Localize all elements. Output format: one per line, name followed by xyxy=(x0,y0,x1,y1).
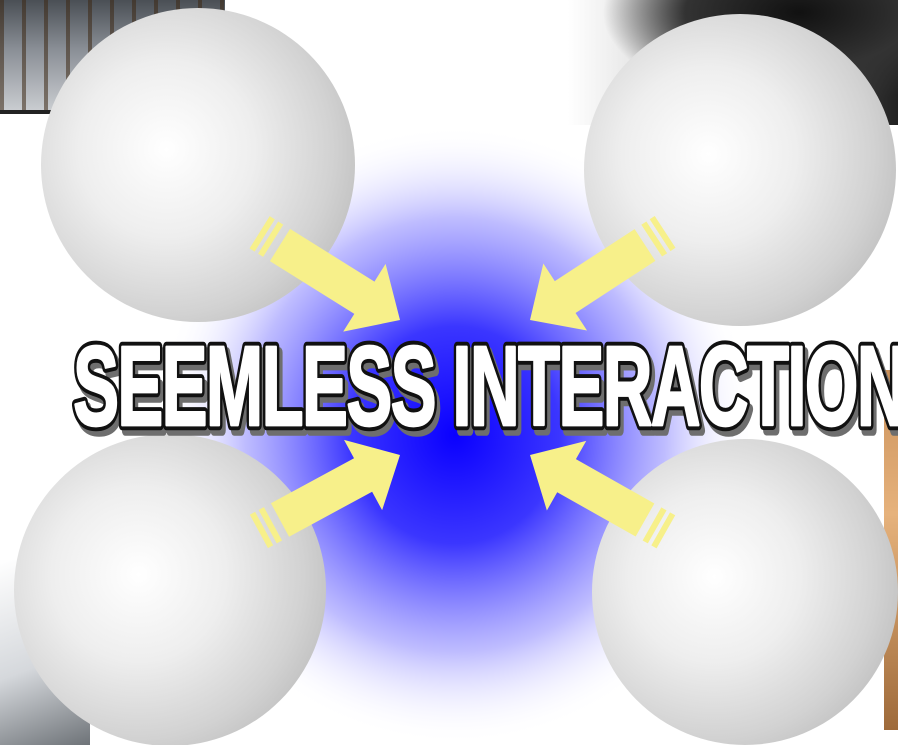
diagram-title: SEEMLESS INTERACTION SEEMLESS INTERACTIO… xyxy=(73,322,898,454)
sphere-top-right xyxy=(584,14,896,326)
sphere-bottom-right xyxy=(592,439,898,745)
title-fill: SEEMLESS INTERACTION xyxy=(73,322,898,449)
sphere-bottom-left xyxy=(14,434,326,745)
